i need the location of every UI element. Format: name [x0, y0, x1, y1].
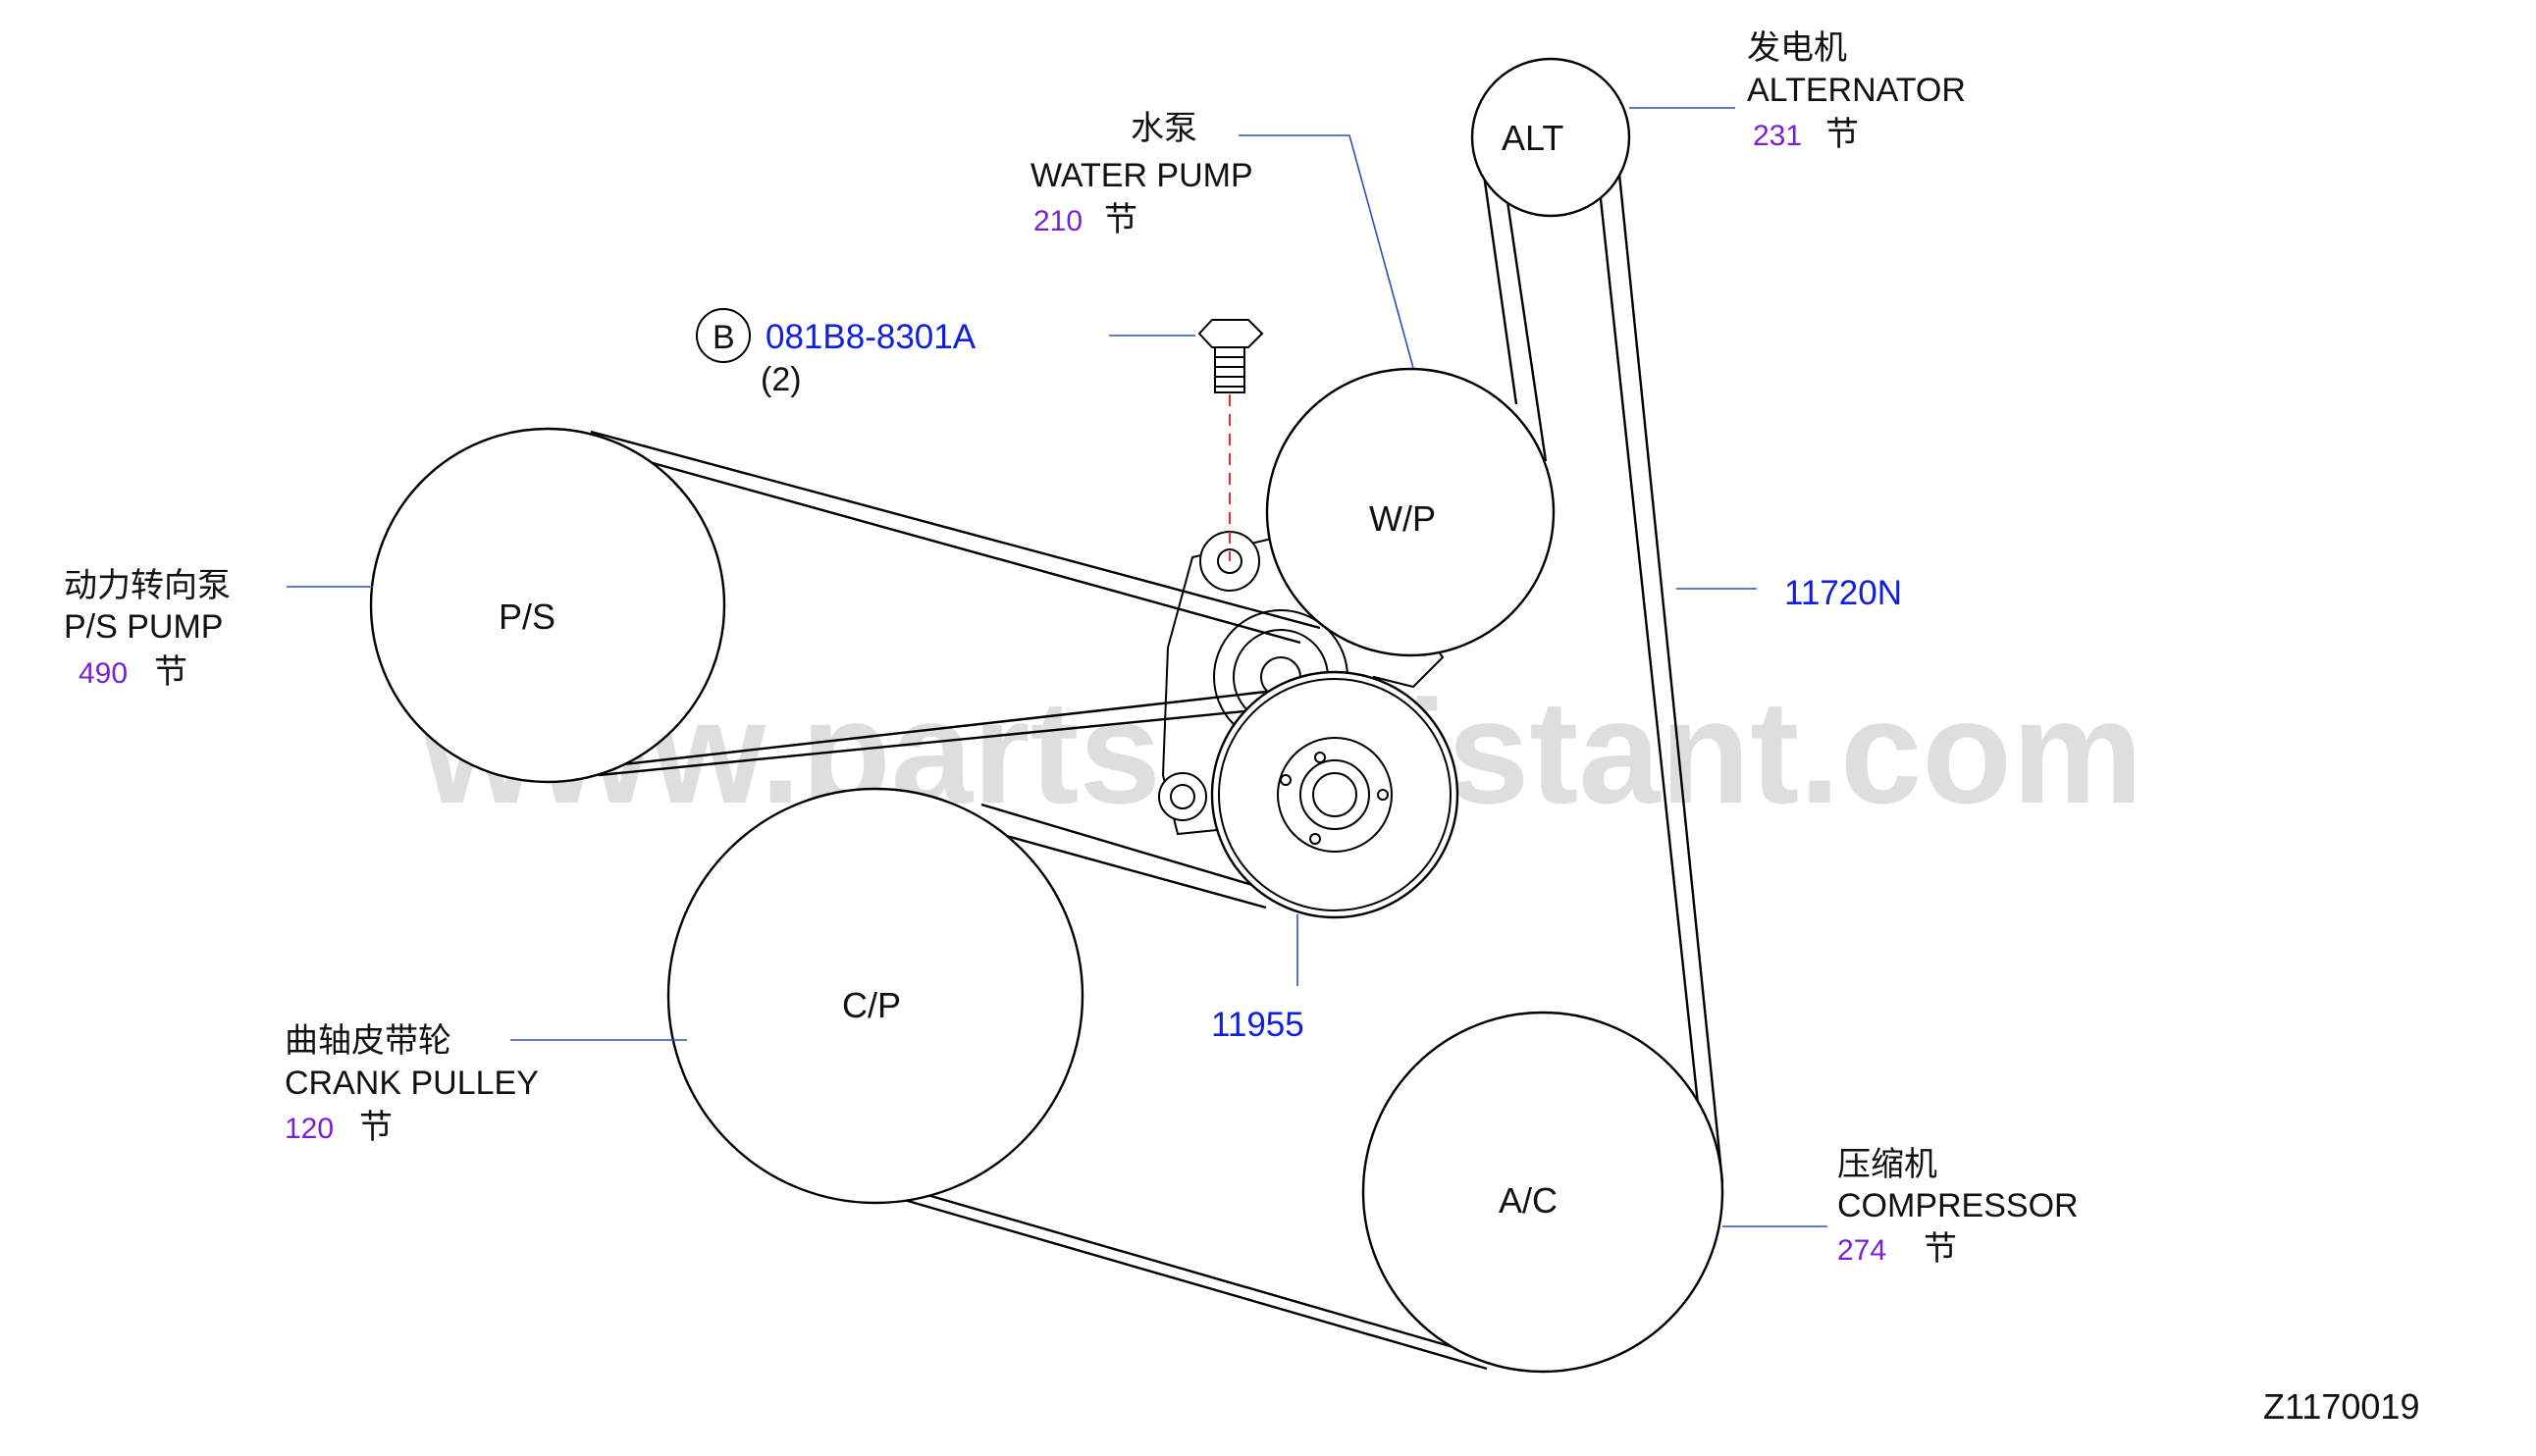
water-pump-section: 210	[1033, 205, 1083, 237]
alternator-pulley: ALT	[1470, 57, 1631, 218]
tensioner-part-number: 11955	[1211, 1006, 1304, 1044]
alternator-callout: 发电机 ALTERNATOR 231 节	[1747, 29, 1966, 153]
crank-pulley-en: CRANK PULLEY	[285, 1065, 539, 1102]
bolt-callout: B 081B8-8301A (2)	[696, 308, 977, 398]
water-pump-callout: 水泵 WATER PUMP 210 节	[1030, 110, 1253, 238]
compressor-pulley-label: A/C	[1499, 1180, 1558, 1221]
compressor-section: 274	[1837, 1234, 1886, 1267]
alternator-unit: 节	[1825, 116, 1859, 153]
water-pump-pulley-label: W/P	[1369, 498, 1436, 539]
water-pump-pulley: W/P	[1265, 367, 1556, 657]
ps-pump-unit: 节	[154, 653, 187, 691]
compressor-pulley: A/C	[1361, 1011, 1724, 1374]
ps-pump-pulley: P/S	[369, 427, 726, 784]
compressor-en: COMPRESSOR	[1837, 1187, 2079, 1224]
compressor-callout: 压缩机 COMPRESSOR 274 节	[1837, 1146, 2079, 1268]
bolt-marker: B	[713, 319, 735, 356]
ps-pump-pulley-label: P/S	[499, 597, 555, 637]
bolt-icon	[1197, 319, 1264, 393]
compressor-cn: 压缩机	[1837, 1146, 1937, 1183]
water-pump-en: WATER PUMP	[1030, 157, 1253, 194]
belt-part-number: 11720N	[1784, 574, 1902, 612]
water-pump-unit: 节	[1104, 201, 1137, 238]
crank-pulley-label: C/P	[842, 985, 901, 1025]
alternator-pulley-label: ALT	[1502, 118, 1563, 158]
bolt-part-number: 081B8-8301A	[766, 318, 977, 356]
bolt-quantity: (2)	[761, 361, 802, 398]
drive-belt-11720N	[554, 154, 1724, 1371]
alternator-cn: 发电机	[1747, 29, 1847, 67]
ps-pump-cn: 动力转向泵	[64, 567, 231, 604]
crank-pulley-unit: 节	[359, 1109, 393, 1146]
crank-pulley-cn: 曲轴皮带轮	[285, 1022, 451, 1060]
water-pump-cn: 水泵	[1131, 110, 1197, 147]
alternator-en: ALTERNATOR	[1747, 72, 1966, 109]
compressor-unit: 节	[1924, 1230, 1957, 1268]
crank-pulley-section: 120	[285, 1113, 334, 1145]
alternator-section: 231	[1753, 120, 1802, 152]
ps-pump-section: 490	[79, 657, 128, 690]
ps-pump-en: P/S PUMP	[64, 608, 223, 646]
tensioner-pulley	[1210, 670, 1459, 919]
leader-lines	[287, 107, 1827, 1227]
crank-pulley: C/P	[666, 787, 1084, 1205]
crank-pulley-callout: 曲轴皮带轮 CRANK PULLEY 120 节	[285, 1022, 539, 1146]
figure-id: Z1170019	[2263, 1386, 2419, 1427]
ps-pump-callout: 动力转向泵 P/S PUMP 490 节	[64, 567, 231, 691]
